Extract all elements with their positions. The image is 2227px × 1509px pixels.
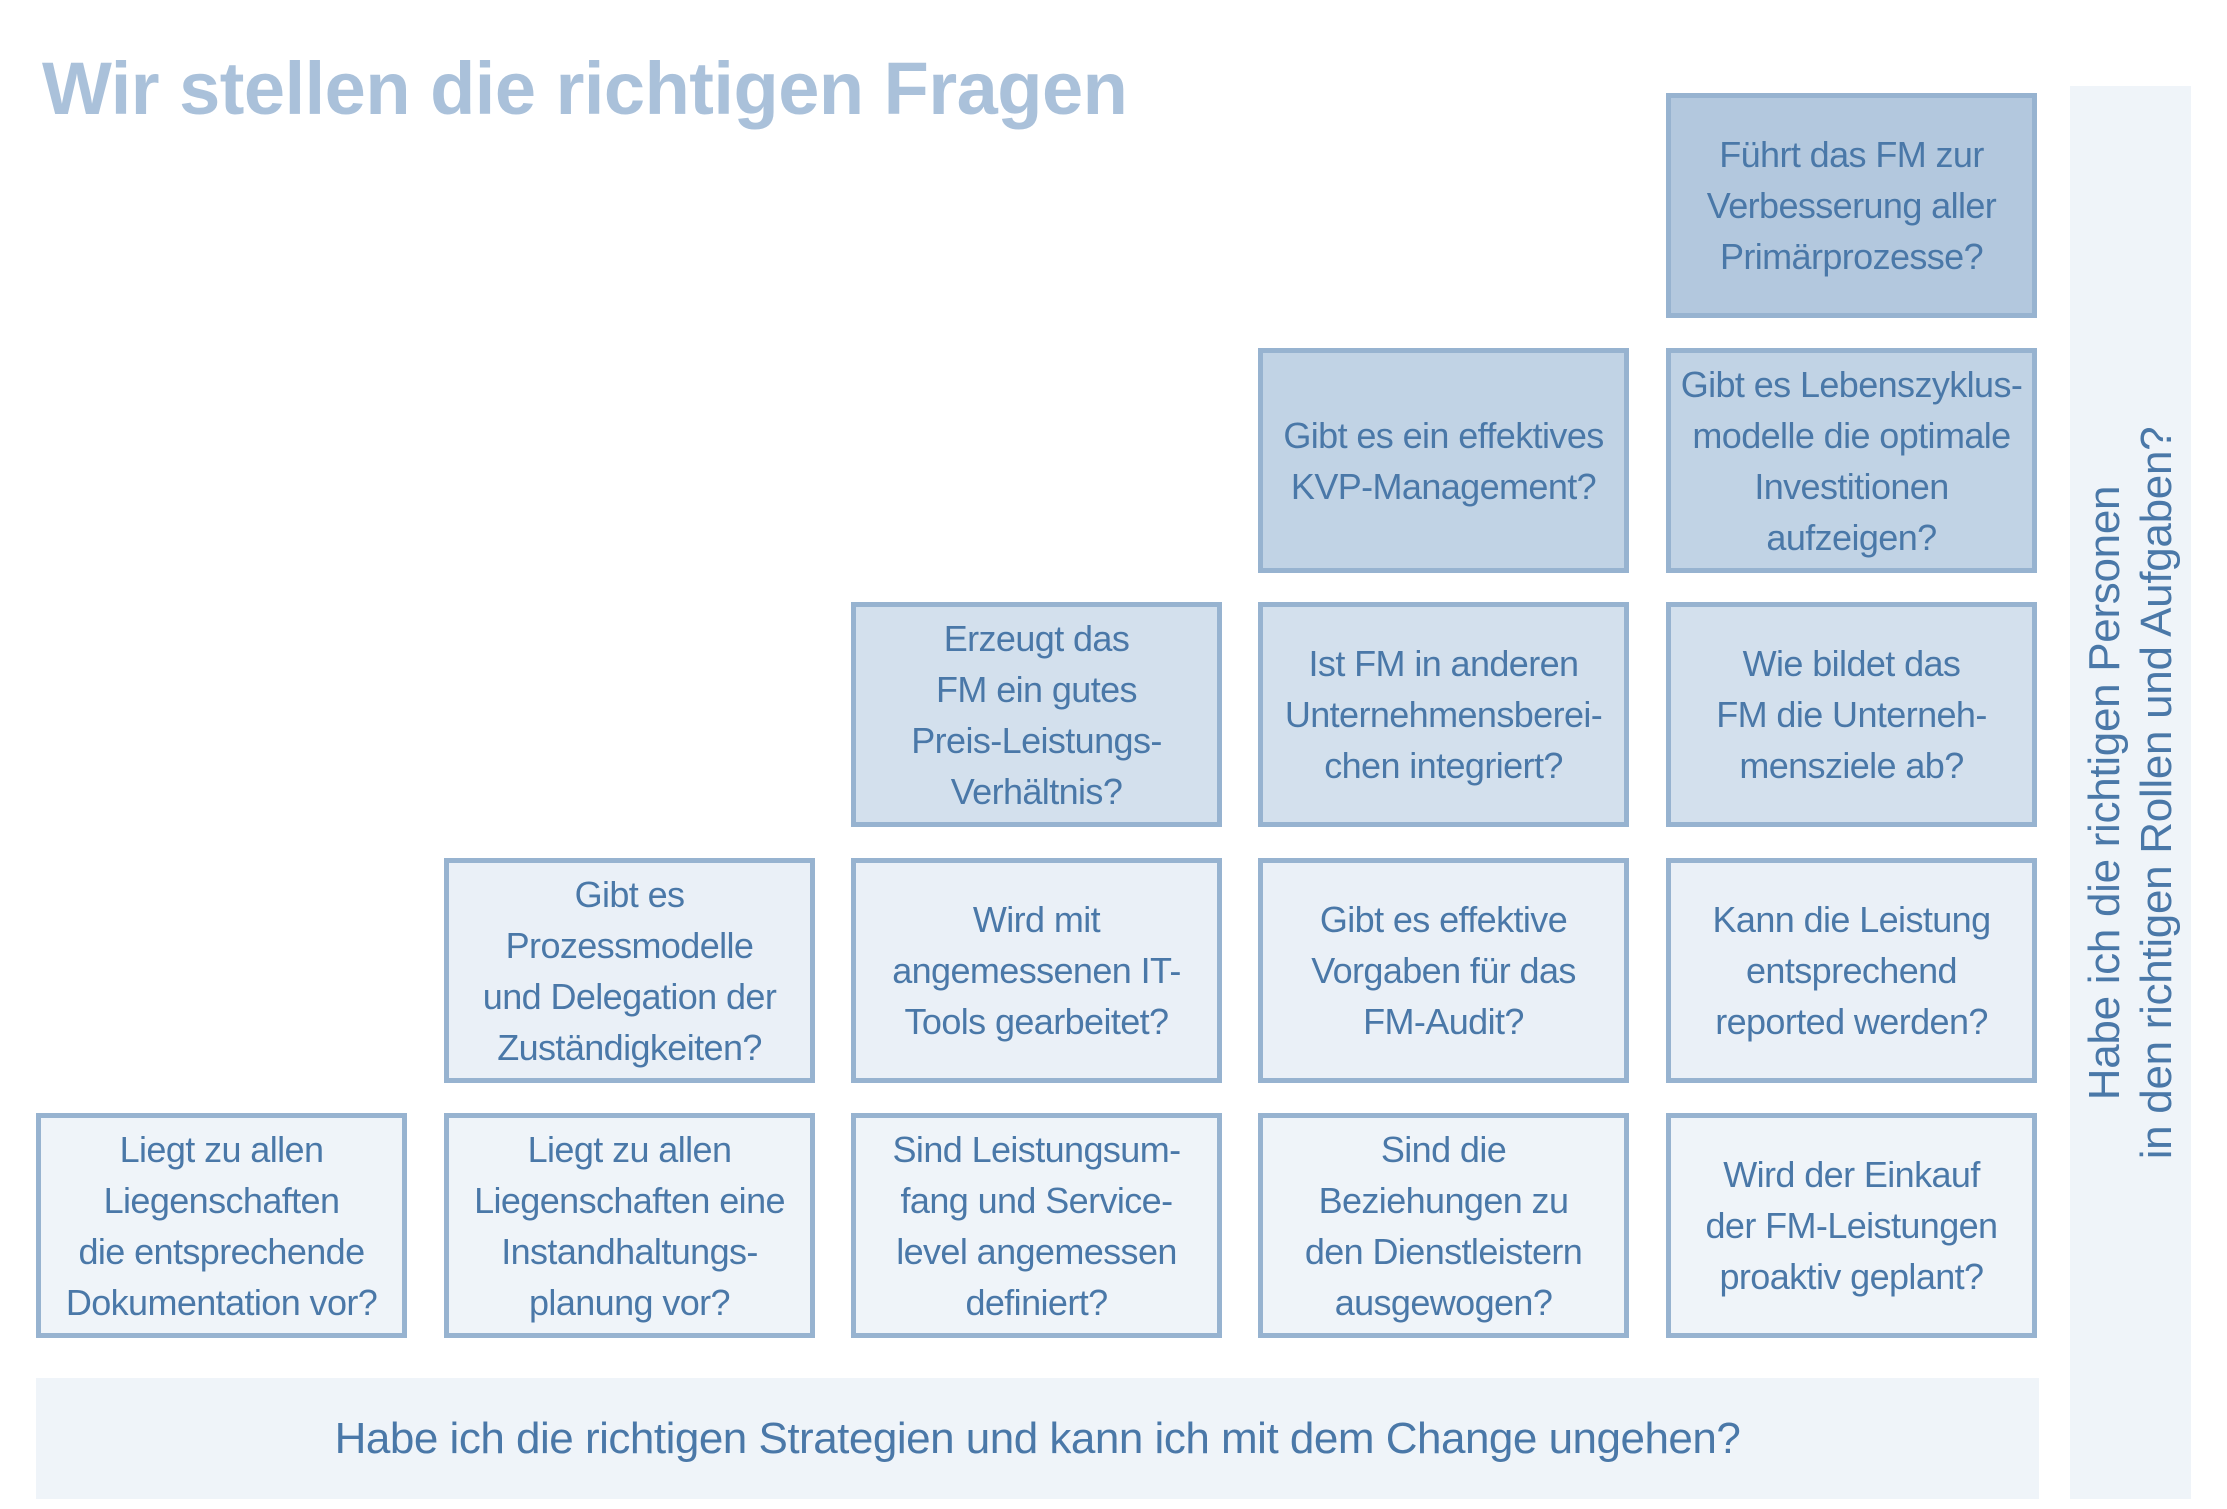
question-box: Wird der Einkauf der FM-Leistungen proak… — [1666, 1113, 2037, 1338]
question-box: Gibt es ein effektives KVP-Management? — [1258, 348, 1629, 573]
people-bar: Habe ich die richtigen Personen in den r… — [2070, 86, 2191, 1499]
question-box: Liegt zu allen Liegenschaften eine Insta… — [444, 1113, 815, 1338]
people-bar-text: Habe ich die richtigen Personen in den r… — [2079, 426, 2181, 1159]
question-box: Erzeugt das FM ein gutes Preis-Leistungs… — [851, 602, 1222, 827]
question-box: Gibt es Lebenszyklus- modelle die optima… — [1666, 348, 2037, 573]
strategy-bar: Habe ich die richtigen Strategien und ka… — [36, 1378, 2039, 1499]
page-title: Wir stellen die richtigen Fragen — [42, 47, 1128, 130]
question-box: Führt das FM zur Verbesserung aller Prim… — [1666, 93, 2037, 318]
question-box: Liegt zu allen Liegenschaften die entspr… — [36, 1113, 407, 1338]
question-box: Sind die Beziehungen zu den Dienstleiste… — [1258, 1113, 1629, 1338]
strategy-bar-text: Habe ich die richtigen Strategien und ka… — [334, 1413, 1741, 1463]
question-box: Gibt es effektive Vorgaben für das FM-Au… — [1258, 858, 1629, 1083]
question-box: Sind Leistungsum- fang und Service- leve… — [851, 1113, 1222, 1338]
question-box: Ist FM in anderen Unternehmensberei- che… — [1258, 602, 1629, 827]
question-box: Wird mit angemessenen IT- Tools gearbeit… — [851, 858, 1222, 1083]
question-box: Kann die Leistung entsprechend reported … — [1666, 858, 2037, 1083]
question-box: Gibt es Prozessmodelle und Delegation de… — [444, 858, 815, 1083]
question-box: Wie bildet das FM die Unterneh- mensziel… — [1666, 602, 2037, 827]
